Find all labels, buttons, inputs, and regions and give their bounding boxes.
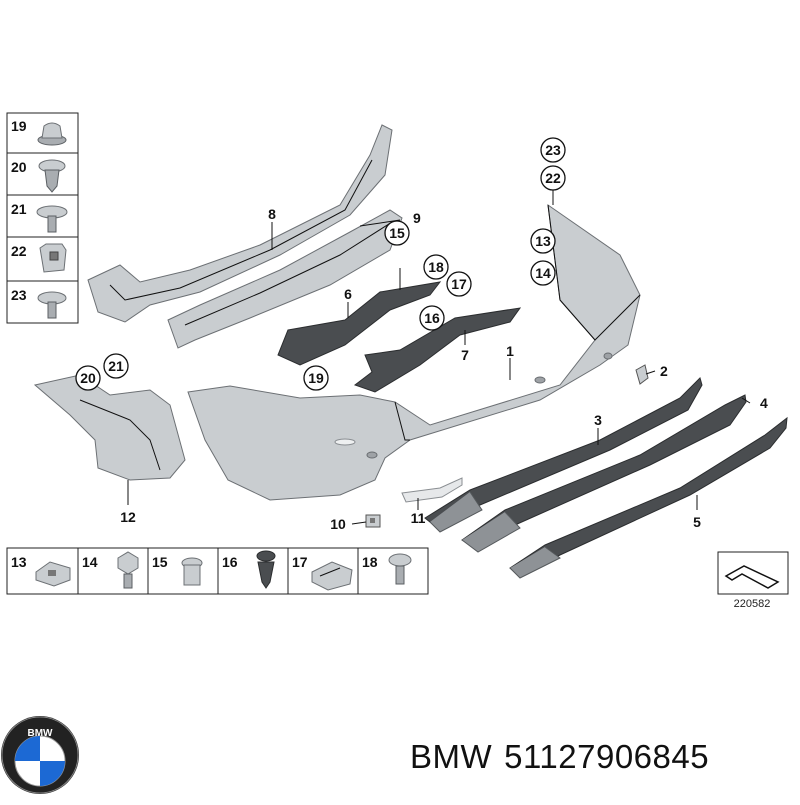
brand-name: BMW <box>410 738 493 775</box>
bottom-fastener-legend: 13 14 15 16 17 18 <box>6 547 429 595</box>
bolt-14-icon <box>117 551 139 589</box>
bolt-18-icon <box>388 553 412 585</box>
legend-num-20: 20 <box>11 159 27 175</box>
legend-cell <box>6 152 79 196</box>
part-number: 51127906845 <box>504 738 710 775</box>
legend-num-14: 14 <box>82 554 98 570</box>
leader-lines <box>127 190 751 525</box>
callout-10: 10 <box>330 516 346 532</box>
bmw-logo-icon: BMW <box>1 716 79 794</box>
callout-23: 23 <box>545 142 561 158</box>
callout-14: 14 <box>535 265 551 281</box>
left-fastener-legend: 19 20 21 22 23 <box>6 112 79 324</box>
callout-6: 6 <box>344 286 352 302</box>
callout-18: 18 <box>428 259 444 275</box>
legend-num-21: 21 <box>11 201 27 217</box>
callout-21: 21 <box>108 358 124 374</box>
callout-3: 3 <box>594 412 602 428</box>
legend-num-16: 16 <box>222 554 238 570</box>
view-direction-box: 220582 <box>717 551 789 610</box>
callout-1: 1 <box>506 343 514 359</box>
strip-11 <box>401 477 463 503</box>
legend-num-15: 15 <box>152 554 168 570</box>
callout-16: 16 <box>424 310 440 326</box>
rear-bumper-shell <box>187 203 641 501</box>
callout-5: 5 <box>693 514 701 530</box>
callout-15: 15 <box>389 225 405 241</box>
callout-13: 13 <box>535 233 551 249</box>
plain-callouts: 8 9 6 7 1 2 3 4 5 11 10 12 <box>120 206 768 532</box>
callout-17: 17 <box>451 276 467 292</box>
callout-8: 8 <box>268 206 276 222</box>
arrow-icon <box>724 565 780 589</box>
side-bracket-12 <box>33 374 186 481</box>
nut-19-icon <box>37 122 67 146</box>
callout-11: 11 <box>411 510 426 526</box>
legend-cell <box>147 547 219 595</box>
bolt-23-icon <box>37 291 67 319</box>
trim-strip-3 <box>424 377 703 533</box>
clip-2-icon <box>635 364 649 385</box>
part-caption: BMW 51127906845 <box>410 738 721 776</box>
nut-22-icon <box>39 243 67 273</box>
callout-12: 12 <box>120 509 136 525</box>
legend-num-18: 18 <box>362 554 378 570</box>
callout-2: 2 <box>660 363 668 379</box>
callout-20: 20 <box>80 370 96 386</box>
callout-7: 7 <box>461 347 469 363</box>
legend-cell <box>77 547 149 595</box>
legend-cell <box>6 547 79 595</box>
clip-10-icon <box>365 514 381 528</box>
rivet-16-icon <box>256 550 276 589</box>
clip-nut-13-icon <box>35 561 71 587</box>
circled-callouts: 15 18 17 16 19 20 21 23 22 13 14 <box>75 137 566 391</box>
callout-9: 9 <box>413 210 421 226</box>
legend-num-23: 23 <box>11 287 27 303</box>
diagram-reference-number: 220582 <box>734 598 771 610</box>
screw-21-icon <box>36 205 68 233</box>
screw-15-icon <box>181 557 203 586</box>
dark-bracket-6 <box>277 281 442 366</box>
trim-strip-5 <box>509 416 788 579</box>
callout-22: 22 <box>545 170 561 186</box>
logo-letters: BMW <box>28 728 54 739</box>
legend-cell <box>217 547 289 595</box>
callout-4: 4 <box>760 395 768 411</box>
trim-strip-4 <box>461 394 747 553</box>
clip-17-icon <box>311 561 353 591</box>
callout-19: 19 <box>308 370 324 386</box>
legend-num-13: 13 <box>11 554 27 570</box>
carrier-bracket-8 <box>87 124 393 323</box>
legend-num-17: 17 <box>292 554 308 570</box>
clip-20-icon <box>38 159 66 193</box>
legend-num-19: 19 <box>11 118 27 134</box>
legend-num-22: 22 <box>11 243 27 259</box>
